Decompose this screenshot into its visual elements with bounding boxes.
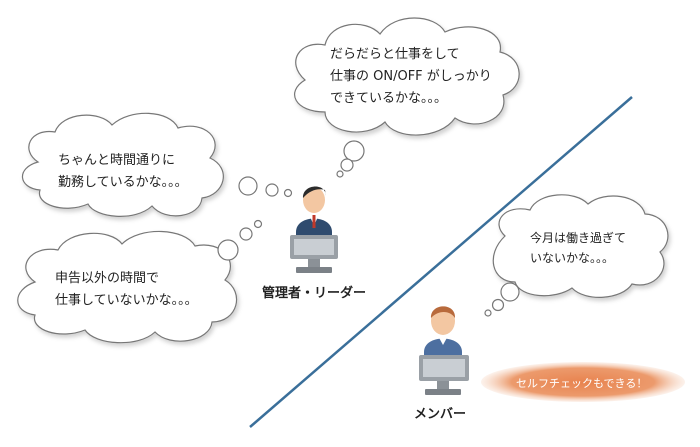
thought-dot [265, 183, 279, 197]
thought-dot [217, 239, 239, 261]
bubble-right-text: 今月は働き過ぎて いないかな。。。 [530, 228, 626, 268]
bubble-line: 仕事していないかな。。。 [55, 293, 198, 308]
thought-dot [343, 140, 365, 162]
thought-bubble-icon [17, 230, 237, 344]
bubble-line: だらだらと仕事をして [330, 47, 460, 62]
thought-dot [283, 188, 293, 198]
self-check-label: セルフチェックもできる！ [516, 377, 648, 390]
thought-dot [253, 219, 263, 229]
member-label: メンバー [414, 407, 467, 422]
thought-dot [336, 170, 344, 178]
bubble-line: 申告以外の時間で [55, 271, 160, 286]
bubble-line: いないかな。。。 [530, 251, 615, 265]
bubble-line: できているかな。。。 [330, 91, 448, 106]
thought-bubble-icon [492, 194, 669, 298]
bubble-line: 勤務しているかな。。。 [58, 175, 188, 190]
manager-label: 管理者・リーダー [262, 286, 367, 301]
thought-dot [340, 158, 354, 172]
bubble-line: 今月は働き過ぎて [530, 231, 627, 245]
thought-bubble-icon [21, 112, 224, 217]
bubble-line: ちゃんと時間通りに [58, 153, 176, 168]
thought-bubble-icon [294, 17, 520, 136]
bubble-top-text: だらだらと仕事をして 仕事の ON/OFF がしっかり できているかな。。。 [330, 44, 492, 110]
thought-dot [491, 298, 505, 312]
bubble-left-lower-text: 申告以外の時間で 仕事していないかな。。。 [55, 268, 198, 312]
bubble-left-upper-text: ちゃんと時間通りに 勤務しているかな。。。 [58, 150, 188, 194]
self-check-badge [481, 362, 685, 402]
person-at-computer-icon [419, 306, 469, 395]
person-at-computer-icon [290, 186, 338, 273]
bubble-line: 仕事の ON/OFF がしっかり [330, 69, 492, 84]
thought-dot [239, 227, 253, 241]
thought-dot [238, 176, 258, 196]
thought-dot [500, 282, 520, 302]
thought-dot [484, 309, 492, 317]
divider-line [249, 96, 633, 428]
